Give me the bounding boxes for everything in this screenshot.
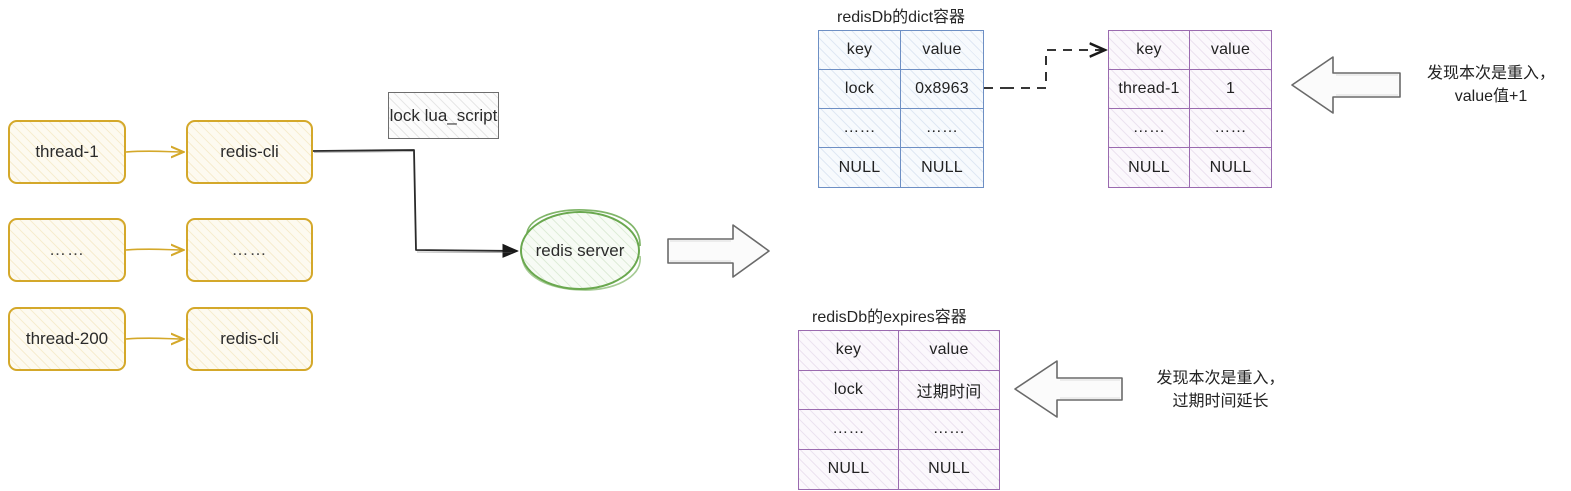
- cli-to-server-connector: [312, 149, 515, 253]
- entry-table: key value thread-1 1 …… …… NULL NULL: [1108, 30, 1272, 188]
- dict-to-entry-dashed-connector: [984, 50, 1104, 89]
- redis-cli-node-1[interactable]: redis-cli: [186, 120, 313, 184]
- expires-table-row-2-key: NULL: [799, 449, 899, 489]
- thread-node-2[interactable]: ……: [8, 218, 126, 282]
- entry-table-row-2-key: NULL: [1109, 148, 1190, 187]
- entry-table-row-1-value: ……: [1190, 109, 1271, 148]
- expires-table-header-value: value: [899, 331, 999, 371]
- dict-table-header-value: value: [901, 31, 983, 70]
- redis-cli-node-2-label: ……: [231, 240, 268, 259]
- thread-node-1[interactable]: thread-1: [8, 120, 126, 184]
- entry-table-row-1-key: ……: [1109, 109, 1190, 148]
- redis-cli-node-1-label: redis-cli: [220, 142, 279, 161]
- thread-to-cli-arrows: [125, 151, 182, 339]
- entry-table-row-0-key: thread-1: [1109, 70, 1190, 109]
- expires-table-header-key: key: [799, 331, 899, 371]
- expires-table-row-0-value: 过期时间: [899, 371, 999, 410]
- thread-node-3-label: thread-200: [25, 329, 109, 348]
- entry-table-row-2-value: NULL: [1209, 158, 1252, 176]
- entry-table-row-0-value: 1: [1190, 70, 1271, 109]
- redis-server-label: redis server: [535, 240, 625, 260]
- annotation-reentrant-value: 发现本次是重入， value值+1: [1426, 65, 1555, 106]
- dict-table-row-1-key: ……: [819, 109, 901, 148]
- redis-cli-node-3[interactable]: redis-cli: [186, 307, 313, 371]
- redis-cli-node-2[interactable]: ……: [186, 218, 313, 282]
- dict-table-row-2-value: NULL: [921, 158, 963, 176]
- thread-node-3[interactable]: thread-200: [8, 307, 126, 371]
- thread-node-1-label: thread-1: [35, 142, 99, 161]
- dict-table-row-2-key: NULL: [819, 148, 901, 187]
- thread-node-2-label: ……: [49, 240, 85, 259]
- redis-cli-node-3-label: redis-cli: [220, 329, 279, 348]
- lock-lua-script-label: lock lua_script: [389, 105, 498, 125]
- dict-table-row-0-key: lock: [819, 70, 901, 109]
- expires-table-row-2-value: NULL: [928, 460, 970, 478]
- entry-table-header-key: key: [1109, 31, 1190, 70]
- annotation-reentrant-expire: 发现本次是重入， 过期时间延长: [1156, 370, 1285, 411]
- reentrant-expire-block-arrow: [1014, 360, 1123, 418]
- entry-table-header-value: value: [1190, 31, 1271, 70]
- expires-table-row-1-key: ……: [799, 410, 899, 450]
- dict-table-title: redisDb的dict容器: [837, 9, 966, 26]
- expires-table-title: redisDb的expires容器: [812, 309, 967, 326]
- expires-table: key value lock 过期时间 …… …… NULL NULL: [798, 330, 1000, 490]
- expires-table-row-0-key: lock: [799, 370, 899, 410]
- dict-table-header-key: key: [819, 31, 901, 70]
- dict-table-row-1-value: ……: [901, 109, 983, 148]
- lock-lua-script-box[interactable]: lock lua_script: [388, 92, 499, 139]
- redis-server-node[interactable]: redis server: [520, 211, 640, 290]
- dict-table: key value lock 0x8963 …… …… NULL NULL: [818, 30, 984, 188]
- expires-table-row-1-value: ……: [899, 410, 999, 450]
- server-to-containers-block-arrow: [667, 224, 770, 278]
- dict-table-row-0-value: 0x8963: [901, 70, 983, 109]
- reentrant-value-block-arrow: [1291, 56, 1401, 114]
